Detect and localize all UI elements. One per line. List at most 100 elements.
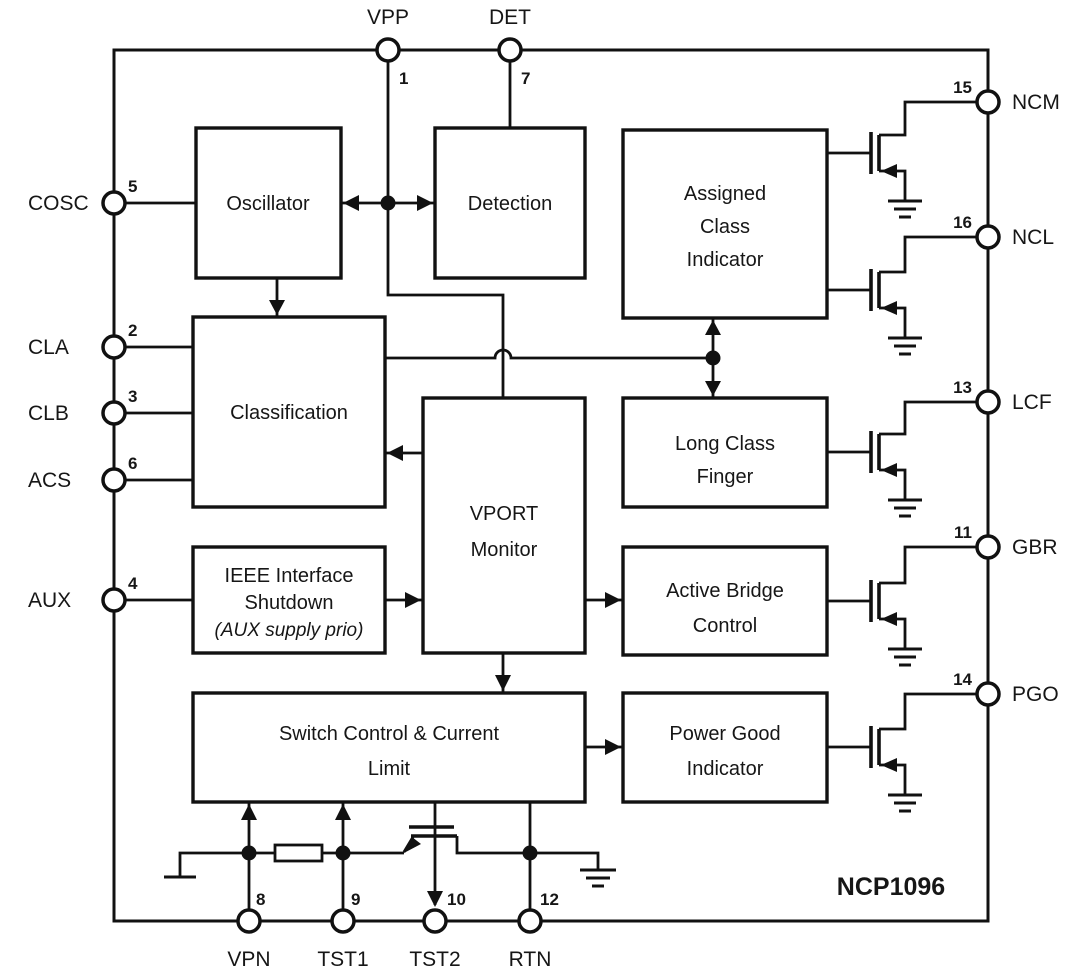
pin-vpn-label: VPN: [227, 948, 270, 971]
block-classification-label: Classification: [230, 402, 348, 424]
block-classification: Classification: [191, 315, 387, 509]
block-power-good-indicator: Power Good Indicator: [621, 691, 829, 804]
pin-vpn: VPN 8: [227, 890, 270, 971]
block-ieee-interface-shutdown-box: [191, 545, 387, 655]
pin-tst2-number: 10: [447, 890, 466, 909]
block-switch-control-current-limit: Switch Control & Current Limit: [191, 691, 587, 804]
ground-icon-ncl: [888, 336, 922, 356]
wire-rtn-ground: [530, 851, 600, 869]
block-assigned-class-indicator-line3: Indicator: [687, 249, 764, 271]
pin-vpp: VPP 1: [367, 6, 409, 88]
pin-clb-label: CLB: [28, 402, 69, 425]
arrow-into-long-class-finger: [705, 381, 721, 396]
block-assigned-class-indicator-line1: Assigned: [684, 183, 766, 205]
mosfet-ncm: [827, 100, 977, 219]
pin-tst1-pad: [330, 908, 356, 934]
block-ieee-interface-shutdown: IEEE Interface Shutdown (AUX supply prio…: [191, 545, 387, 655]
pin-aux-pad: [101, 587, 127, 613]
block-power-good-indicator-line1: Power Good: [669, 723, 780, 745]
pin-ncm-pad: [975, 89, 1001, 115]
pin-cosc-number: 5: [128, 177, 137, 196]
block-assigned-class-indicator: Assigned Class Indicator: [621, 128, 829, 320]
block-vport-monitor: VPORT Monitor: [421, 396, 587, 655]
pin-acs-label: ACS: [28, 469, 71, 492]
block-ieee-interface-shutdown-line2: Shutdown: [245, 592, 334, 614]
block-detection: Detection: [433, 126, 587, 280]
arrow-into-tst2: [427, 891, 443, 907]
junction-classification-bus: [705, 350, 721, 366]
pin-det-number: 7: [521, 69, 530, 88]
pin-ncl-label: NCL: [1012, 226, 1054, 249]
pin-ncl: NCL 16: [953, 213, 1054, 250]
pin-det-label: DET: [489, 6, 531, 29]
block-oscillator: Oscillator: [194, 126, 343, 280]
block-long-class-finger: Long Class Finger: [621, 396, 829, 509]
pin-lcf: LCF 13: [953, 378, 1052, 415]
block-active-bridge-control-box: [621, 545, 829, 657]
ground-icon-pgo: [888, 793, 922, 813]
block-assigned-class-indicator-box: [621, 128, 829, 320]
arrow-into-switch-control-top: [495, 675, 511, 691]
mosfet-lcf-drain: [879, 400, 977, 436]
pin-ncl-number: 16: [953, 213, 972, 232]
block-active-bridge-control-line1: Active Bridge: [666, 580, 784, 602]
block-ieee-interface-shutdown-line1: IEEE Interface: [225, 565, 354, 587]
pin-vpn-number: 8: [256, 890, 265, 909]
arrow-into-classification-top: [269, 300, 285, 315]
junction-rtn-rail: [522, 845, 538, 861]
mosfet-lcf: [827, 400, 977, 518]
junction-dots: [241, 195, 721, 861]
pin-pgo-label: PGO: [1012, 683, 1059, 706]
pin-det-pad: [497, 37, 523, 63]
mosfet-pgo: [827, 692, 977, 813]
pin-acs-pad: [101, 467, 127, 493]
block-vport-monitor-line1: VPORT: [470, 503, 539, 525]
pin-clb-pad: [101, 400, 127, 426]
pin-cla-pad: [101, 334, 127, 360]
mosfet-ncl: [827, 235, 977, 356]
mosfet-gbr-drain: [879, 545, 977, 585]
block-oscillator-box: [194, 126, 343, 280]
mosfet-ncl-drain: [879, 235, 977, 274]
pin-ncm: NCM 15: [953, 78, 1060, 115]
block-switch-control-line2: Limit: [368, 758, 411, 780]
pin-tst1: TST1 9: [317, 890, 368, 971]
arrow-into-oscillator: [343, 195, 359, 211]
block-power-good-indicator-box: [621, 691, 829, 804]
pin-aux-label: AUX: [28, 589, 71, 612]
wire-mosfet-drain-rtn: [455, 836, 530, 855]
pin-tst1-number: 9: [351, 890, 360, 909]
power-mosfet-source-arrow: [402, 837, 421, 854]
ground-icon-lcf: [888, 498, 922, 518]
mosfet-pgo-source-arrow: [881, 758, 897, 772]
pin-gbr-label: GBR: [1012, 536, 1058, 559]
pin-vpn-pad: [236, 908, 262, 934]
pin-cosc-pad: [101, 190, 127, 216]
pin-tst2-pad: [422, 908, 448, 934]
wire-vpn-ground: [178, 851, 249, 876]
mosfet-pgo-drain: [879, 692, 977, 731]
block-vport-monitor-line2: Monitor: [471, 539, 538, 561]
pin-aux: AUX 4: [28, 574, 138, 613]
pin-acs-number: 6: [128, 454, 137, 473]
arrow-tst1-into-switch: [335, 804, 351, 820]
block-switch-control-line1: Switch Control & Current: [279, 723, 500, 745]
mosfet-ncm-source-arrow: [881, 164, 897, 178]
block-detection-label: Detection: [468, 193, 553, 215]
pin-pgo-pad: [975, 681, 1001, 707]
arrow-into-active-bridge: [605, 592, 621, 608]
block-detection-box: [433, 126, 587, 280]
chip-part-number: NCP1096: [837, 873, 945, 901]
arrow-into-vport-left: [405, 592, 421, 608]
pin-tst2-label: TST2: [409, 948, 460, 971]
pin-gbr: GBR 11: [954, 523, 1058, 560]
pin-vpp-pad: [375, 37, 401, 63]
pin-cla-label: CLA: [28, 336, 69, 359]
pin-gbr-number: 11: [954, 523, 972, 542]
pin-gbr-pad: [975, 534, 1001, 560]
block-ieee-interface-shutdown-line3: (AUX supply prio): [215, 620, 364, 641]
pin-rtn-number: 12: [540, 890, 559, 909]
wire-vpp-vport: [386, 50, 505, 398]
